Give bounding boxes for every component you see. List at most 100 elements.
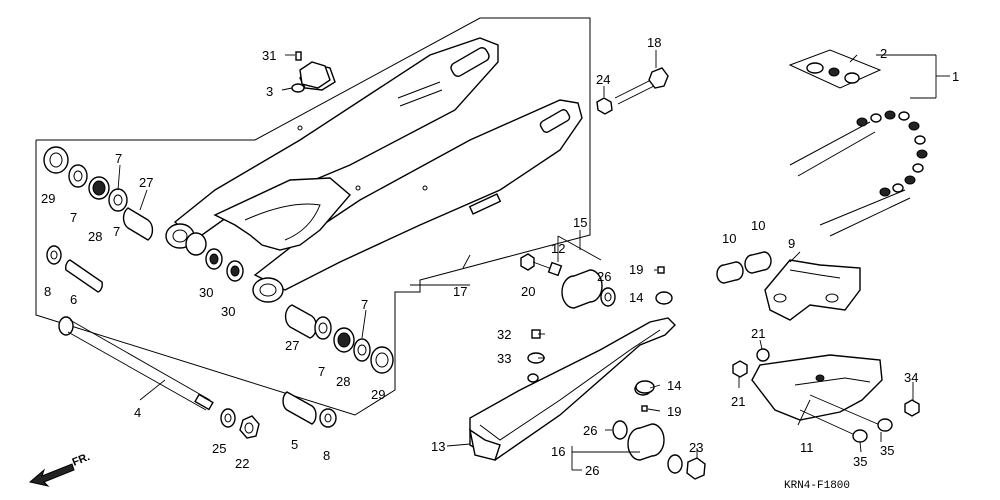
washer-7-b xyxy=(108,188,128,212)
part-label-16: 16 xyxy=(551,444,565,459)
dust-seal-29 xyxy=(43,146,69,174)
part-label-22: 22 xyxy=(235,456,249,471)
part-label-8b: 8 xyxy=(323,448,330,463)
part-label-21a: 21 xyxy=(751,326,765,341)
part-label-10a: 10 xyxy=(722,231,736,246)
part-label-3: 3 xyxy=(266,84,273,99)
part-label-10b: 10 xyxy=(751,218,765,233)
part-label-13: 13 xyxy=(431,439,445,454)
washer-25 xyxy=(220,408,236,428)
part-label-8a: 8 xyxy=(44,284,51,299)
part-label-26c: 26 xyxy=(585,463,599,478)
washer-21-b xyxy=(756,348,770,362)
collar-5 xyxy=(282,391,317,425)
pivot-bolt xyxy=(58,316,214,411)
bolt-35-a xyxy=(877,418,893,432)
chain-guide-9 xyxy=(764,259,861,321)
part-label-1: 1 xyxy=(952,69,959,84)
washer-8-right xyxy=(319,408,337,428)
part-label-14b: 14 xyxy=(667,378,681,393)
drive-chain xyxy=(789,110,928,237)
part-label-24: 24 xyxy=(596,72,610,87)
part-label-14a: 14 xyxy=(629,290,643,305)
part-label-30b: 30 xyxy=(221,304,235,319)
collar-27-right xyxy=(284,304,318,339)
part-label-31: 31 xyxy=(262,48,276,63)
part-label-6: 6 xyxy=(70,292,77,307)
part-label-4: 4 xyxy=(134,405,141,420)
part-label-25: 25 xyxy=(212,441,226,456)
bolt-20 xyxy=(520,253,535,271)
part-label-20: 20 xyxy=(521,284,535,299)
part-label-15: 15 xyxy=(573,215,587,230)
collar-10-right xyxy=(744,251,772,274)
washer-8-left xyxy=(46,245,62,265)
roller-15 xyxy=(561,269,603,309)
part-label-7b: 7 xyxy=(70,210,77,225)
part-label-7a: 7 xyxy=(115,151,122,166)
part-label-26b: 26 xyxy=(583,423,597,438)
part-label-35b: 35 xyxy=(853,454,867,469)
washer-14-lower xyxy=(635,380,655,394)
bolt-19-top xyxy=(657,266,665,274)
roller-16 xyxy=(627,423,665,461)
leader-lines xyxy=(117,50,950,471)
swingarm xyxy=(165,37,583,303)
part-label-29a: 29 xyxy=(41,191,55,206)
part-label-9: 9 xyxy=(788,236,795,251)
part-label-27b: 27 xyxy=(285,338,299,353)
front-label: FR. xyxy=(71,451,92,469)
bolt-34 xyxy=(904,399,920,417)
part-label-19b: 19 xyxy=(667,404,681,419)
part-label-34: 34 xyxy=(904,370,918,385)
part-label-7d: 7 xyxy=(318,364,325,379)
part-label-7e: 7 xyxy=(113,224,120,239)
bolt-35-b xyxy=(852,429,868,443)
bolt-31 xyxy=(295,51,302,61)
part-label-32: 32 xyxy=(497,327,511,342)
chain-links xyxy=(856,110,928,197)
washer-26-left xyxy=(612,420,628,440)
collar-6 xyxy=(65,259,103,293)
washer-26-right xyxy=(667,454,683,474)
front-direction-arrow: FR. xyxy=(28,451,92,487)
part-label-11: 11 xyxy=(800,440,814,455)
collar-27-left xyxy=(122,207,154,241)
chain-master-link xyxy=(788,49,882,89)
part-label-35a: 35 xyxy=(880,443,894,458)
nut-24 xyxy=(596,97,613,115)
part-label-27a: 27 xyxy=(139,175,153,190)
right-pivot-bearings xyxy=(284,304,394,374)
part-label-19a: 19 xyxy=(629,262,643,277)
part-label-30a: 30 xyxy=(199,285,213,300)
part-label-2: 2 xyxy=(880,46,887,61)
washer-3 xyxy=(291,83,305,93)
part-label-26a: 26 xyxy=(597,269,611,284)
chain-guide-bracket-11 xyxy=(751,354,883,421)
group-outline xyxy=(35,17,591,416)
collar-12 xyxy=(547,261,563,277)
left-pivot-bearings xyxy=(43,146,244,282)
bolt-18 xyxy=(614,67,669,105)
washer-14-top xyxy=(655,291,673,305)
shock-collar xyxy=(299,61,331,89)
part-label-29b: 29 xyxy=(371,387,385,402)
part-label-23: 23 xyxy=(689,440,703,455)
washer-7-left xyxy=(68,164,88,188)
part-label-18: 18 xyxy=(647,35,661,50)
nut-23 xyxy=(686,457,706,480)
nut-22 xyxy=(239,415,260,439)
part-label-12: 12 xyxy=(551,241,565,256)
part-label-28a: 28 xyxy=(88,229,102,244)
part-label-21b: 21 xyxy=(731,394,745,409)
diagram-code: KRN4-F1800 xyxy=(784,480,850,492)
part-labels: 1 2 3 4 5 6 7 7 7 7 7 8 8 9 10 10 11 12 … xyxy=(41,35,959,478)
part-label-7c: 7 xyxy=(361,297,368,312)
washer-26-top xyxy=(600,287,616,307)
part-label-17: 17 xyxy=(453,284,467,299)
nut-21-a xyxy=(732,360,748,378)
part-label-28b: 28 xyxy=(336,374,350,389)
bolt-19-lower xyxy=(641,405,648,412)
part-label-33: 33 xyxy=(497,351,511,366)
